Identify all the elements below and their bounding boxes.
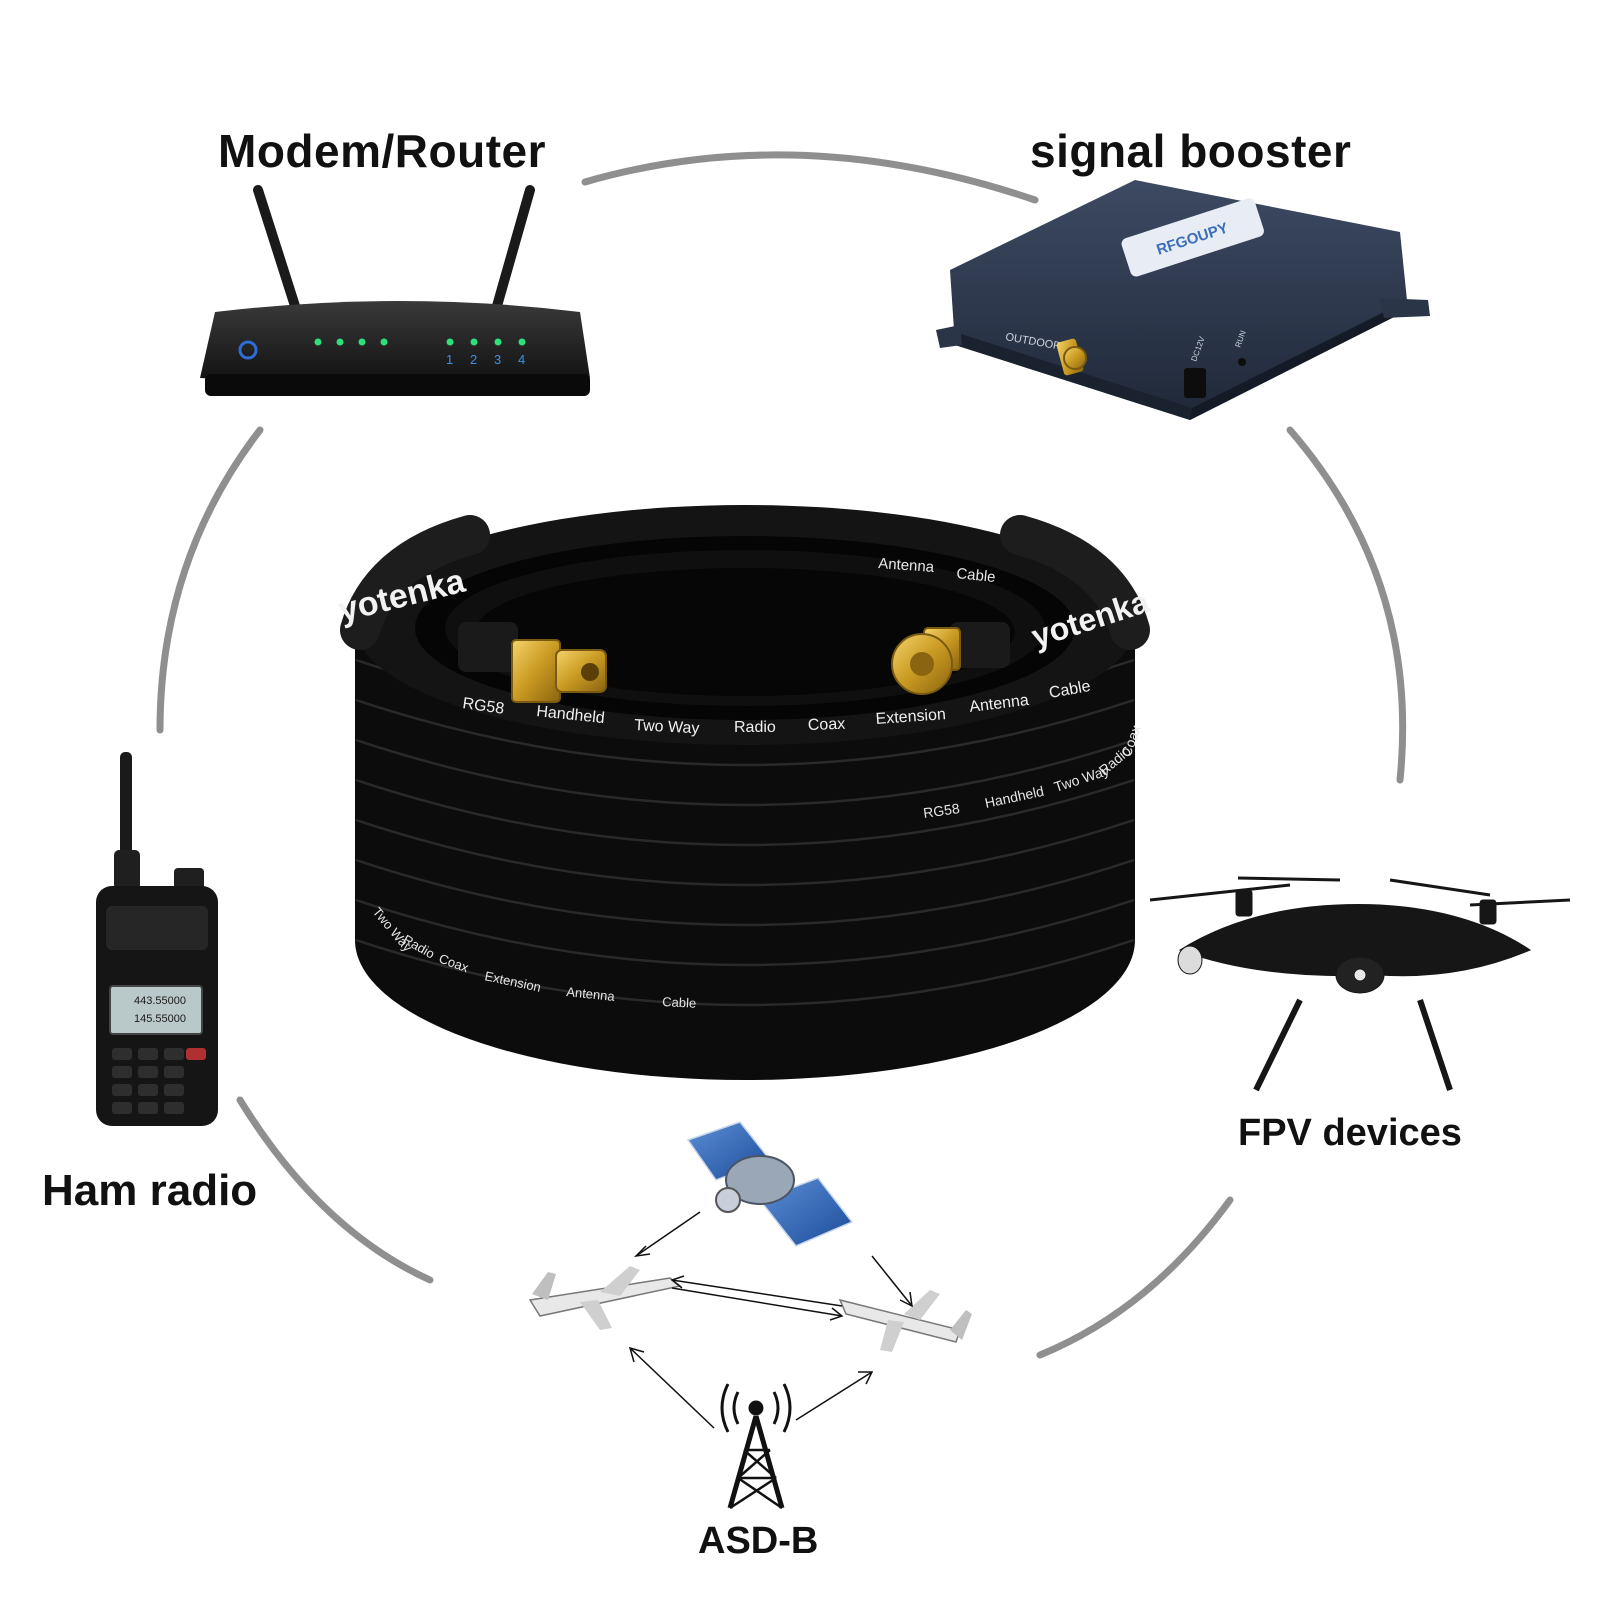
- plane-left: [528, 1266, 682, 1330]
- ring-arc-lower-right: [1036, 1196, 1234, 1359]
- router-port-2: 2: [470, 352, 477, 367]
- cable-print-front-1: RG58: [461, 695, 505, 718]
- sma-female-connector: [458, 622, 607, 703]
- cable-print-lower-6: Cable: [662, 994, 697, 1011]
- plane-right: [838, 1290, 972, 1352]
- adsb-scene: [528, 1121, 972, 1510]
- cable-print-top-1: Antenna: [878, 555, 936, 576]
- label-modem-router: Modem/Router: [218, 125, 546, 177]
- ham-radio-image: 443.55000 145.55000: [96, 752, 218, 1126]
- radio-display-line1: 443.55000: [134, 995, 186, 1007]
- satellite-image: [686, 1121, 854, 1247]
- fpv-drone-image: [1149, 876, 1571, 1092]
- ring-arc-right: [1286, 426, 1407, 784]
- router-image: 1 2 3 4: [200, 185, 590, 396]
- label-ham-radio: Ham radio: [42, 1166, 258, 1215]
- cable-print-top-2: Cable: [956, 565, 997, 586]
- signal-booster-image: RFGOUPY OUTDOOR DC12V RUN: [936, 180, 1430, 420]
- ring-arc-lower-left: [236, 1096, 434, 1284]
- cable-print-lower-5: Antenna: [566, 984, 617, 1004]
- ring-arc-top: [581, 151, 1039, 204]
- label-signal-booster: signal booster: [1030, 125, 1352, 177]
- coax-cable-coil: yotenka yotenka Antenna Cable RG58 Handh…: [335, 505, 1153, 1080]
- label-fpv-devices: FPV devices: [1238, 1112, 1462, 1154]
- connection-ring: [156, 151, 1407, 1359]
- router-port-1: 1: [446, 352, 453, 367]
- cable-print-front-5: Coax: [808, 716, 846, 734]
- cable-print-front-6: Extension: [875, 706, 946, 728]
- radio-display-line2: 145.55000: [134, 1013, 186, 1025]
- radio-tower-icon: [720, 1383, 792, 1510]
- router-port-3: 3: [494, 352, 501, 367]
- router-port-4: 4: [518, 352, 525, 367]
- sma-male-connector: [891, 622, 1010, 695]
- ring-arc-left: [156, 426, 264, 734]
- label-adsb: ASD-B: [698, 1520, 819, 1562]
- signal-arrows: [628, 1211, 913, 1429]
- cable-print-front-4: Radio: [734, 719, 776, 736]
- cable-print-middle-1: RG58: [922, 800, 961, 821]
- cable-print-front-3: Two Way: [634, 717, 700, 737]
